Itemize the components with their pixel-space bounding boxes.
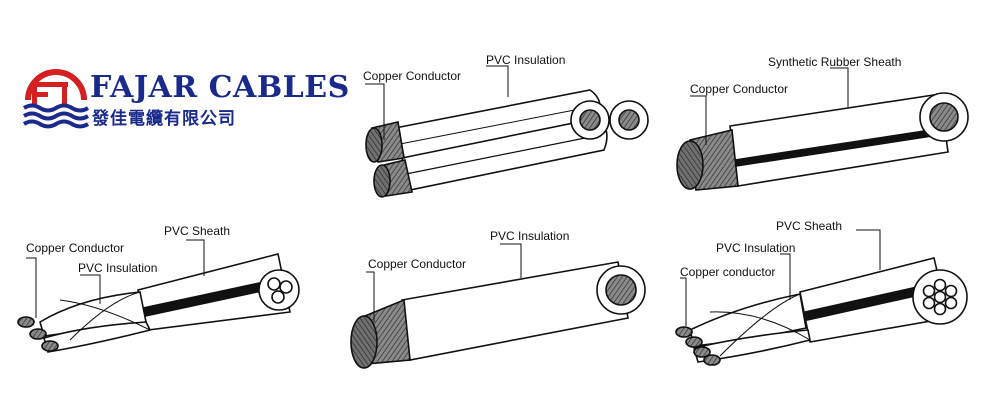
brand-chinese-name: 發佳電纜有限公司: [92, 109, 236, 129]
three-core-insulation-label: PVC Insulation: [78, 261, 157, 275]
single-pvc-conductor-label: Copper Conductor: [368, 257, 466, 271]
multi-core-cable-diagram: [675, 229, 968, 366]
rubber-sheath-cable-diagram: [676, 67, 969, 191]
multi-core-insulation-label: PVC Insulation: [716, 241, 795, 255]
twin-flat-conductor-label: Copper Conductor: [363, 69, 461, 83]
single-pvc-insulation-label: PVC Insulation: [490, 229, 569, 243]
single-pvc-cable-diagram: [350, 243, 646, 369]
rubber-sheath-label: Synthetic Rubber Sheath: [768, 55, 901, 69]
three-core-cable-diagram: [17, 239, 300, 353]
multi-core-sheath-label: PVC Sheath: [776, 219, 842, 233]
rubber-conductor-label: Copper Conductor: [690, 82, 788, 96]
twin-flat-insulation-label: PVC Insulation: [486, 53, 565, 67]
multi-core-conductor-label: Copper conductor: [680, 265, 775, 279]
twin-flat-cable-diagram: [365, 65, 649, 198]
three-core-sheath-label: PVC Sheath: [164, 224, 230, 238]
brand-name: FAJAR CABLES: [90, 70, 350, 105]
three-core-conductor-label: Copper Conductor: [26, 241, 124, 255]
